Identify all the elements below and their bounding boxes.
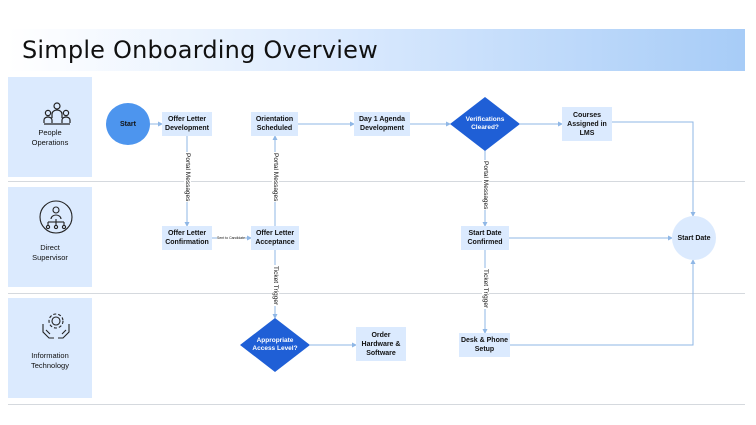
decision-label-line: Verifications (465, 116, 505, 123)
start-node[interactable]: Start (106, 103, 150, 145)
node-label-line: Orientation (255, 116, 294, 123)
node-label-line: Confirmation (165, 239, 209, 246)
people-group-icon (43, 102, 71, 125)
node-label-line: Order (371, 331, 391, 339)
day1-agenda-development-node[interactable]: Day 1 Agenda Development (354, 112, 410, 136)
node-label-line: Desk & Phone (460, 337, 509, 344)
node-label-line: Software (366, 349, 396, 357)
node-label-line: Development (360, 125, 404, 132)
supervisor-org-icon (39, 200, 73, 234)
order-hardware-software-node[interactable]: Order Hardware & Software (356, 327, 406, 361)
node-label-line: Confirmed (467, 239, 503, 246)
start-date-confirmed-node[interactable]: Start Date Confirmed (461, 226, 509, 250)
lane-label-line2: Supervisor (32, 253, 68, 262)
lane-label-line1: People (38, 128, 62, 137)
decision-label-line: Access Level? (252, 345, 298, 352)
decision-label-line: Appropriate (256, 337, 294, 344)
decision-label-line: Cleared? (471, 124, 499, 131)
edge-label-portal-messages: Portal Messages (272, 152, 279, 203)
edge-label-portal-messages: Portal Messages (184, 152, 191, 203)
node-label-line: Offer Letter (167, 116, 207, 123)
page-title: Simple Onboarding Overview (22, 36, 378, 64)
node-label-line: LMS (579, 129, 595, 137)
verifications-cleared-decision[interactable]: Verifications Cleared? (450, 97, 520, 151)
offer-letter-confirmation-node[interactable]: Offer Letter Confirmation (162, 226, 212, 250)
node-label-line: Offer Letter (255, 230, 295, 237)
lane-label-line1: Information (31, 351, 69, 360)
node-label-line: Assigned in (567, 120, 607, 128)
gear-hands-icon (42, 313, 70, 339)
header-banner: Simple Onboarding Overview (8, 29, 745, 71)
end-node-label: Start Date (677, 234, 711, 242)
node-label-line: Hardware & (361, 340, 401, 348)
offer-letter-development-node[interactable]: Offer Letter Development (162, 112, 212, 136)
node-label-line: Development (165, 125, 209, 132)
decision-diamond-shape (450, 97, 520, 151)
node-label-line: Scheduled (256, 125, 293, 132)
courses-assigned-lms-node[interactable]: Courses Assigned in LMS (562, 107, 612, 141)
edge-courses-to-start-date (612, 121, 696, 217)
edge-desk-to-start-date (510, 259, 696, 346)
lane-label-people-operations: People Operations (8, 77, 92, 177)
offer-letter-acceptance-node[interactable]: Offer Letter Acceptance (251, 226, 299, 250)
edge-label-ticket-trigger: Ticket Trigger (482, 268, 489, 310)
appropriate-access-level-decision[interactable]: Appropriate Access Level? (240, 318, 310, 372)
edge-label-portal-messages: Portal Messages (482, 160, 489, 211)
decision-label: Verifications Cleared? (450, 116, 520, 132)
decision-label: Appropriate Access Level? (240, 337, 310, 353)
decision-diamond-shape (240, 318, 310, 372)
edge-label-ticket-trigger: Ticket Trigger (272, 265, 279, 307)
node-label-line: Setup (474, 346, 495, 353)
node-label-line: Courses (572, 111, 601, 119)
node-label-line: Day 1 Agenda (358, 116, 406, 123)
lane-divider (8, 404, 745, 405)
start-node-label: Start (120, 120, 136, 128)
orientation-scheduled-node[interactable]: Orientation Scheduled (251, 112, 298, 136)
lane-label-line2: Technology (31, 361, 69, 370)
lane-divider (8, 181, 745, 182)
start-date-end-node[interactable]: Start Date (672, 216, 716, 260)
lane-label-information-technology: Information Technology (8, 298, 92, 398)
lane-label-direct-supervisor: Direct Supervisor (8, 187, 92, 287)
node-label-line: Start Date (468, 230, 502, 237)
desk-phone-setup-node[interactable]: Desk & Phone Setup (459, 333, 510, 357)
lane-label-line2: Operations (31, 138, 69, 147)
lane-divider (8, 293, 745, 294)
node-label-line: Offer Letter (167, 230, 207, 237)
lane-label-line1: Direct (40, 243, 60, 252)
node-label-line: Acceptance (255, 239, 295, 246)
edge-label-sent-to-candidate: Sent to Candidate (217, 236, 246, 240)
